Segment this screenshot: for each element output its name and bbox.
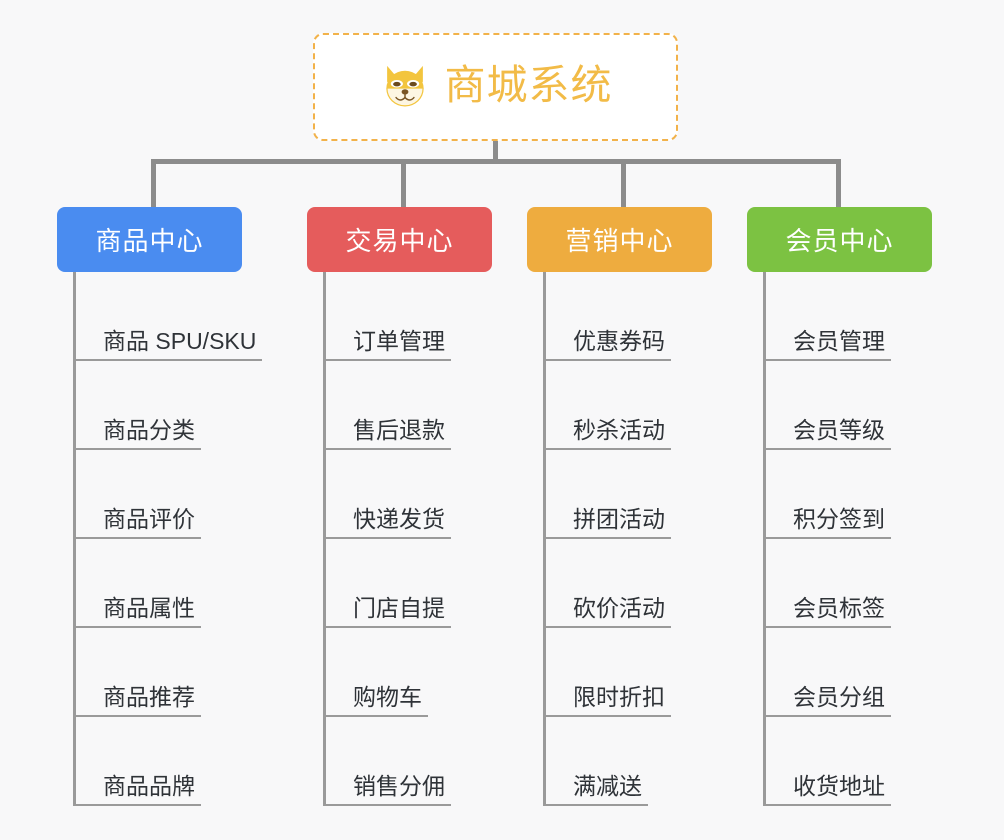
leaf-item[interactable]: 商品属性	[73, 539, 201, 628]
leaf-item-underline	[323, 359, 451, 361]
connector-drop-3	[621, 159, 626, 209]
leaf-item[interactable]: 会员管理	[763, 272, 891, 361]
leaf-item-underline	[543, 626, 671, 628]
leaf-item-label: 商品推荐	[103, 683, 195, 710]
leaf-item-label: 会员分组	[793, 683, 885, 710]
leaf-item-underline	[73, 626, 201, 628]
leaf-item-label: 商品评价	[103, 505, 195, 532]
leaf-item-label: 会员管理	[793, 327, 885, 354]
branch-trunk	[73, 272, 76, 806]
connector-drop-1	[151, 159, 156, 209]
leaf-item[interactable]: 会员分组	[763, 628, 891, 717]
connector-drop-2	[401, 159, 406, 209]
leaf-item[interactable]: 商品推荐	[73, 628, 201, 717]
leaf-item-underline	[73, 715, 201, 717]
leaf-item-label: 会员等级	[793, 416, 885, 443]
branch-trunk	[323, 272, 326, 806]
leaf-item-label: 收货地址	[793, 772, 885, 799]
leaf-item-underline	[323, 537, 451, 539]
leaf-item-label: 商品属性	[103, 594, 195, 621]
leaf-item[interactable]: 砍价活动	[543, 539, 671, 628]
leaf-item[interactable]: 积分签到	[763, 450, 891, 539]
leaf-item[interactable]: 会员标签	[763, 539, 891, 628]
root-title: 商城系统	[444, 61, 613, 108]
leaf-item[interactable]: 满减送	[543, 717, 648, 806]
leaf-item-underline	[73, 804, 201, 806]
leaf-item-underline	[543, 804, 648, 806]
leaf-item-underline	[543, 448, 671, 450]
leaf-item-underline	[323, 804, 451, 806]
leaf-item-underline	[73, 537, 201, 539]
leaf-item-label: 门店自提	[353, 594, 445, 621]
leaf-item-label: 砍价活动	[573, 594, 665, 621]
leaf-item-label: 积分签到	[793, 505, 885, 532]
leaf-item-label: 商品 SPU/SKU	[103, 327, 257, 354]
leaf-item-label: 订单管理	[353, 327, 445, 354]
branch-header-product-center[interactable]: 商品中心	[57, 207, 242, 272]
leaf-item-underline	[763, 448, 891, 450]
branch-header-marketing-center[interactable]: 营销中心	[527, 207, 712, 272]
leaf-item-underline	[763, 537, 891, 539]
leaf-item-underline	[73, 448, 201, 450]
branch-trunk	[543, 272, 546, 806]
leaf-item[interactable]: 售后退款	[323, 361, 451, 450]
leaf-item-label: 售后退款	[353, 416, 445, 443]
leaf-item[interactable]: 收货地址	[763, 717, 891, 806]
leaf-item-label: 会员标签	[793, 594, 885, 621]
leaf-item-underline	[763, 626, 891, 628]
branch-trunk	[763, 272, 766, 806]
leaf-item-underline	[763, 804, 891, 806]
leaf-item-label: 商品分类	[103, 416, 195, 443]
leaf-item-underline	[543, 537, 671, 539]
root-node[interactable]: 商城系统	[313, 33, 678, 141]
leaf-item[interactable]: 订单管理	[323, 272, 451, 361]
leaf-item[interactable]: 快递发货	[323, 450, 451, 539]
leaf-item[interactable]: 秒杀活动	[543, 361, 671, 450]
leaf-item-underline	[763, 715, 891, 717]
leaf-item[interactable]: 优惠券码	[543, 272, 671, 361]
branch-header-trade-center[interactable]: 交易中心	[307, 207, 492, 272]
shiba-dog-face-icon	[379, 61, 431, 113]
leaf-item[interactable]: 销售分佣	[323, 717, 451, 806]
leaf-item[interactable]: 会员等级	[763, 361, 891, 450]
branch-header-member-center[interactable]: 会员中心	[747, 207, 932, 272]
leaf-item[interactable]: 购物车	[323, 628, 428, 717]
branch-header-label: 商品中心	[95, 226, 204, 256]
leaf-item-underline	[763, 359, 891, 361]
leaf-item[interactable]: 商品 SPU/SKU	[73, 272, 263, 361]
leaf-item-underline	[543, 359, 671, 361]
leaf-item-label: 限时折扣	[573, 683, 665, 710]
leaf-item-label: 拼团活动	[573, 505, 665, 532]
leaf-item-underline	[543, 715, 671, 717]
leaf-item[interactable]: 限时折扣	[543, 628, 671, 717]
leaf-item-label: 秒杀活动	[573, 416, 665, 443]
leaf-item-underline	[323, 626, 451, 628]
leaf-item-label: 快递发货	[353, 505, 445, 532]
leaf-item-label: 满减送	[573, 772, 642, 799]
leaf-item-label: 优惠券码	[573, 327, 665, 354]
leaf-item-label: 商品品牌	[103, 772, 195, 799]
connector-drop-4	[836, 159, 841, 209]
connector-bar	[151, 159, 836, 164]
leaf-item[interactable]: 拼团活动	[543, 450, 671, 539]
leaf-item[interactable]: 商品分类	[73, 361, 201, 450]
leaf-item[interactable]: 门店自提	[323, 539, 451, 628]
leaf-item-label: 销售分佣	[353, 772, 445, 799]
connector-stem	[493, 141, 498, 164]
leaf-item-underline	[323, 715, 428, 717]
leaf-item-label: 购物车	[353, 683, 422, 710]
branch-header-label: 交易中心	[345, 226, 454, 256]
leaf-item[interactable]: 商品评价	[73, 450, 201, 539]
branch-header-label: 营销中心	[565, 226, 674, 256]
leaf-item-underline	[323, 448, 451, 450]
branch-header-label: 会员中心	[785, 226, 894, 256]
leaf-item[interactable]: 商品品牌	[73, 717, 201, 806]
leaf-item-underline	[73, 359, 263, 361]
